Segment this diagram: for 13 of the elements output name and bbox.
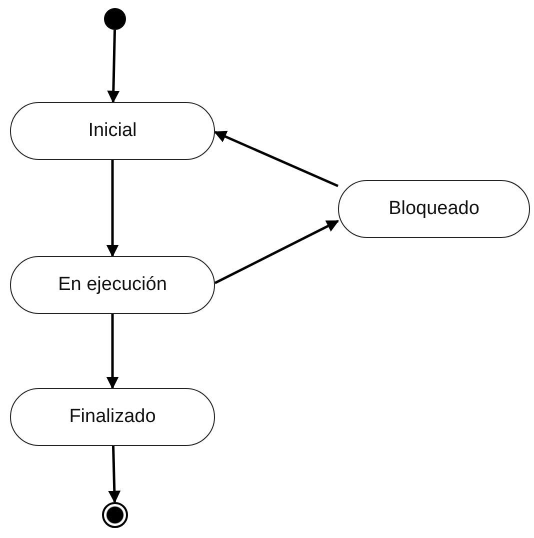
transition-arrow [107, 30, 120, 104]
transition-arrow [214, 220, 340, 284]
state-label: Inicial [88, 120, 137, 142]
transition-arrow [106, 160, 119, 258]
end-state-circle [102, 502, 128, 528]
state-box [338, 180, 530, 238]
transition-arrow [214, 130, 338, 188]
transition-arrow [108, 446, 121, 504]
start-dot [104, 8, 126, 30]
transition-arrow [106, 314, 119, 390]
state-label: Bloqueado [388, 198, 480, 220]
state-label: En ejecución [58, 274, 167, 296]
state-label: Finalizado [69, 406, 156, 428]
